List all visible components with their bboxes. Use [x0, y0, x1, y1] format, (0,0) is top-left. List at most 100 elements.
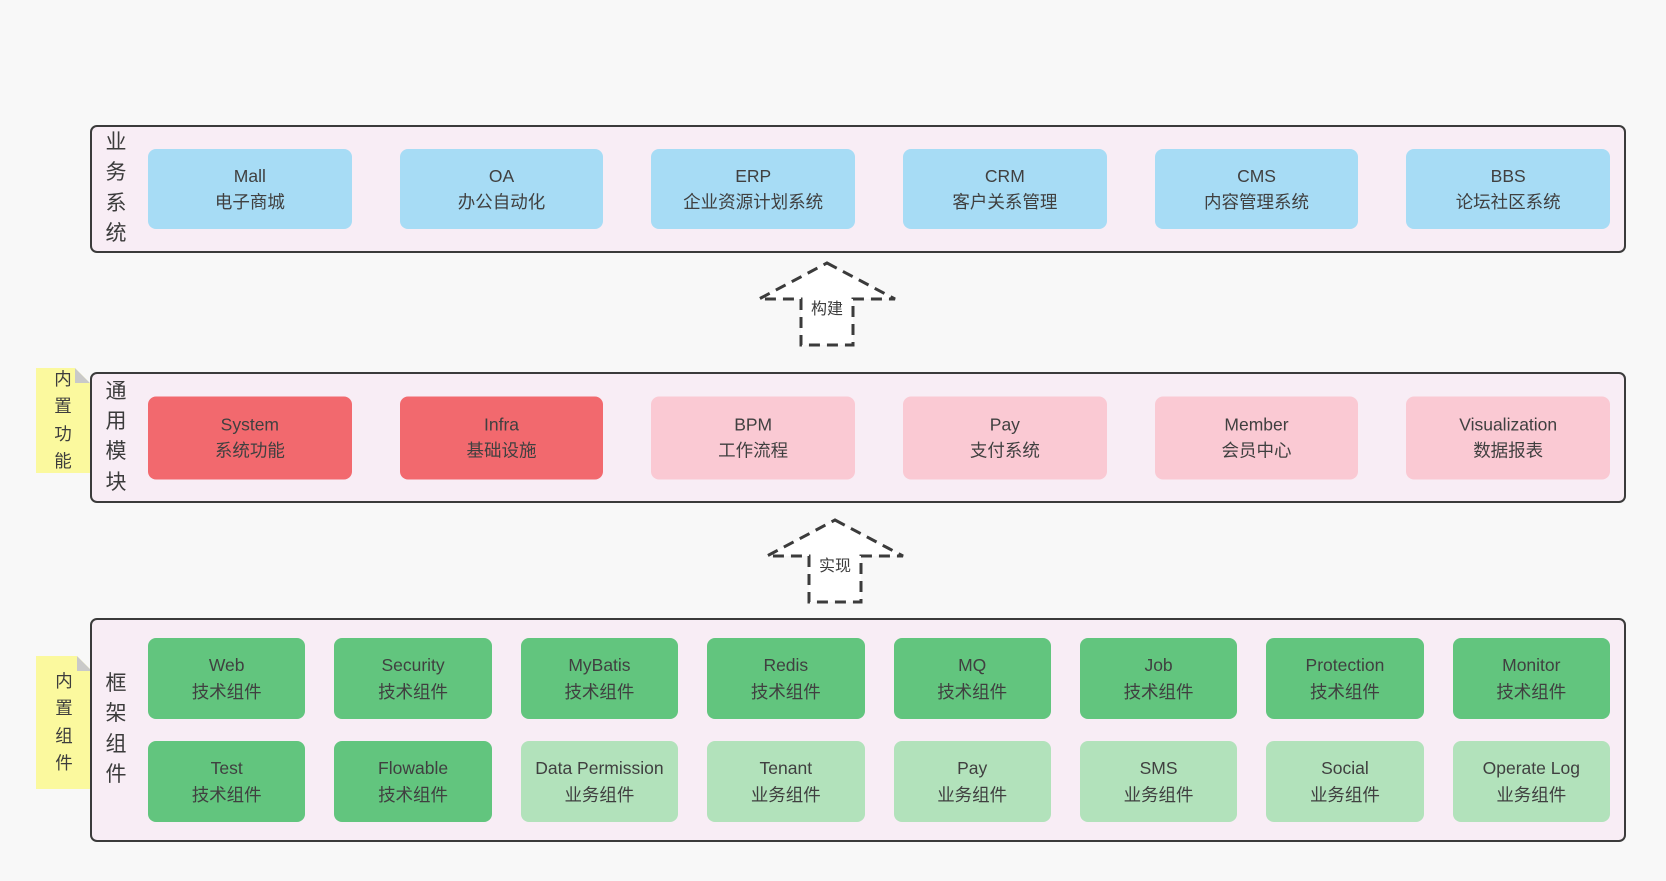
- framework-components-panel: 框架组件 Web 技术组件 Security 技术组件 MyBatis 技术组件…: [90, 618, 1626, 842]
- component-rows: Web 技术组件 Security 技术组件 MyBatis 技术组件 Redi…: [148, 638, 1610, 822]
- box-subtitle: 技术组件: [937, 681, 1008, 702]
- box-subtitle: 业务组件: [937, 784, 1008, 805]
- box-subtitle: 办公自动化: [457, 192, 546, 212]
- box-title: SMS: [1139, 758, 1178, 779]
- box-pay-system: Pay 支付系统: [903, 396, 1107, 479]
- box-title: BBS: [1490, 165, 1526, 186]
- box-subtitle: 支付系统: [969, 440, 1040, 461]
- box-mq: MQ 技术组件: [893, 638, 1051, 719]
- box-pay-component: Pay 业务组件: [893, 741, 1051, 822]
- box-tenant: Tenant 业务组件: [707, 741, 865, 822]
- box-subtitle: 技术组件: [750, 681, 821, 702]
- box-title: OA: [488, 165, 515, 186]
- box-title: Job: [1144, 655, 1173, 676]
- box-title: Tenant: [759, 758, 813, 779]
- box-title: ERP: [735, 165, 772, 186]
- box-title: Operate Log: [1482, 758, 1580, 779]
- box-subtitle: 业务组件: [564, 784, 635, 805]
- box-cms: CMS 内容管理系统: [1154, 149, 1359, 229]
- box-title: Protection: [1305, 655, 1385, 676]
- box-title: Visualization: [1459, 414, 1558, 435]
- box-title: Member: [1224, 414, 1289, 435]
- box-title: Redis: [763, 655, 809, 676]
- box-title: Web: [208, 655, 245, 676]
- box-web: Web 技术组件: [148, 638, 306, 719]
- box-title: CMS: [1237, 165, 1276, 186]
- box-monitor: Monitor 技术组件: [1452, 638, 1610, 719]
- box-subtitle: 论坛社区系统: [1455, 192, 1561, 212]
- box-job: Job 技术组件: [1079, 638, 1238, 719]
- box-title: MQ: [958, 655, 987, 676]
- box-title: Test: [210, 758, 243, 779]
- box-subtitle: 业务组件: [1496, 784, 1567, 805]
- box-protection: Protection 技术组件: [1266, 638, 1424, 719]
- box-subtitle: 技术组件: [564, 681, 635, 702]
- box-subtitle: 基础设施: [466, 440, 537, 461]
- box-title: Social: [1321, 758, 1369, 779]
- component-row-2: Test 技术组件 Flowable 技术组件 Data Permission …: [148, 741, 1610, 822]
- box-title: Data Permission: [535, 758, 664, 779]
- box-subtitle: 技术组件: [1309, 681, 1380, 702]
- box-title: Monitor: [1502, 655, 1561, 676]
- panel-title: 通用模块: [105, 379, 127, 494]
- box-title: BPM: [734, 414, 773, 435]
- box-system: System 系统功能: [148, 396, 352, 479]
- box-subtitle: 电子商城: [214, 192, 285, 212]
- box-test: Test 技术组件: [148, 741, 306, 822]
- built-in-features-tag: 内置功能: [36, 368, 90, 473]
- box-subtitle: 技术组件: [378, 681, 449, 702]
- box-title: Security: [381, 655, 445, 676]
- common-modules-panel: 通用模块 System 系统功能 Infra 基础设施 BPM 工作流程 Pay…: [90, 372, 1626, 503]
- module-boxes: System 系统功能 Infra 基础设施 BPM 工作流程 Pay 支付系统…: [148, 396, 1611, 479]
- box-subtitle: 业务组件: [1309, 784, 1380, 805]
- built-in-components-tag: 内置组件: [36, 656, 92, 789]
- box-visualization: Visualization 数据报表: [1406, 396, 1611, 479]
- box-subtitle: 数据报表: [1473, 440, 1544, 461]
- box-subtitle: 客户关系管理: [952, 192, 1058, 212]
- box-sms: SMS 业务组件: [1079, 741, 1238, 822]
- component-row-1: Web 技术组件 Security 技术组件 MyBatis 技术组件 Redi…: [148, 638, 1610, 719]
- box-subtitle: 技术组件: [378, 784, 449, 805]
- box-social: Social 业务组件: [1266, 741, 1424, 822]
- box-crm: CRM 客户关系管理: [903, 149, 1107, 229]
- business-systems-panel: 业务系统 Mall 电子商城 OA 办公自动化 ERP 企业资源计划系统 CRM…: [90, 125, 1626, 253]
- box-subtitle: 内容管理系统: [1204, 192, 1310, 212]
- box-subtitle: 技术组件: [191, 784, 262, 805]
- box-subtitle: 技术组件: [191, 681, 262, 702]
- box-subtitle: 系统功能: [214, 440, 285, 461]
- box-bbs: BBS 论坛社区系统: [1406, 149, 1611, 229]
- box-title: Pay: [989, 414, 1020, 435]
- box-subtitle: 企业资源计划系统: [683, 192, 824, 212]
- tag-label: 内置功能: [54, 369, 72, 471]
- box-title: Pay: [957, 758, 988, 779]
- arrow-label: 构建: [807, 295, 847, 320]
- box-member: Member 会员中心: [1154, 396, 1359, 479]
- box-subtitle: 会员中心: [1221, 440, 1292, 461]
- box-subtitle: 技术组件: [1123, 681, 1194, 702]
- box-mall: Mall 电子商城: [148, 149, 352, 229]
- box-operate-log: Operate Log 业务组件: [1452, 741, 1610, 822]
- box-subtitle: 技术组件: [1496, 681, 1567, 702]
- box-title: System: [220, 414, 280, 435]
- box-oa: OA 办公自动化: [399, 149, 604, 229]
- box-title: Flowable: [378, 758, 449, 779]
- box-bpm: BPM 工作流程: [651, 396, 856, 479]
- box-subtitle: 工作流程: [718, 440, 789, 461]
- build-arrow: 构建: [757, 261, 897, 347]
- box-title: CRM: [984, 165, 1025, 186]
- box-infra: Infra 基础设施: [399, 396, 604, 479]
- box-mybatis: MyBatis 技术组件: [520, 638, 679, 719]
- implement-arrow: 实现: [765, 518, 905, 604]
- business-boxes: Mall 电子商城 OA 办公自动化 ERP 企业资源计划系统 CRM 客户关系…: [148, 149, 1611, 229]
- box-redis: Redis 技术组件: [707, 638, 865, 719]
- arrow-label: 实现: [815, 552, 855, 577]
- folded-corner-icon: [75, 368, 90, 383]
- box-title: Infra: [483, 414, 520, 435]
- box-title: Mall: [233, 165, 266, 186]
- panel-title: 业务系统: [105, 131, 127, 246]
- box-flowable: Flowable 技术组件: [334, 741, 492, 822]
- box-security: Security 技术组件: [334, 638, 492, 719]
- box-title: MyBatis: [568, 655, 631, 676]
- box-erp: ERP 企业资源计划系统: [651, 149, 856, 229]
- box-subtitle: 业务组件: [1123, 784, 1194, 805]
